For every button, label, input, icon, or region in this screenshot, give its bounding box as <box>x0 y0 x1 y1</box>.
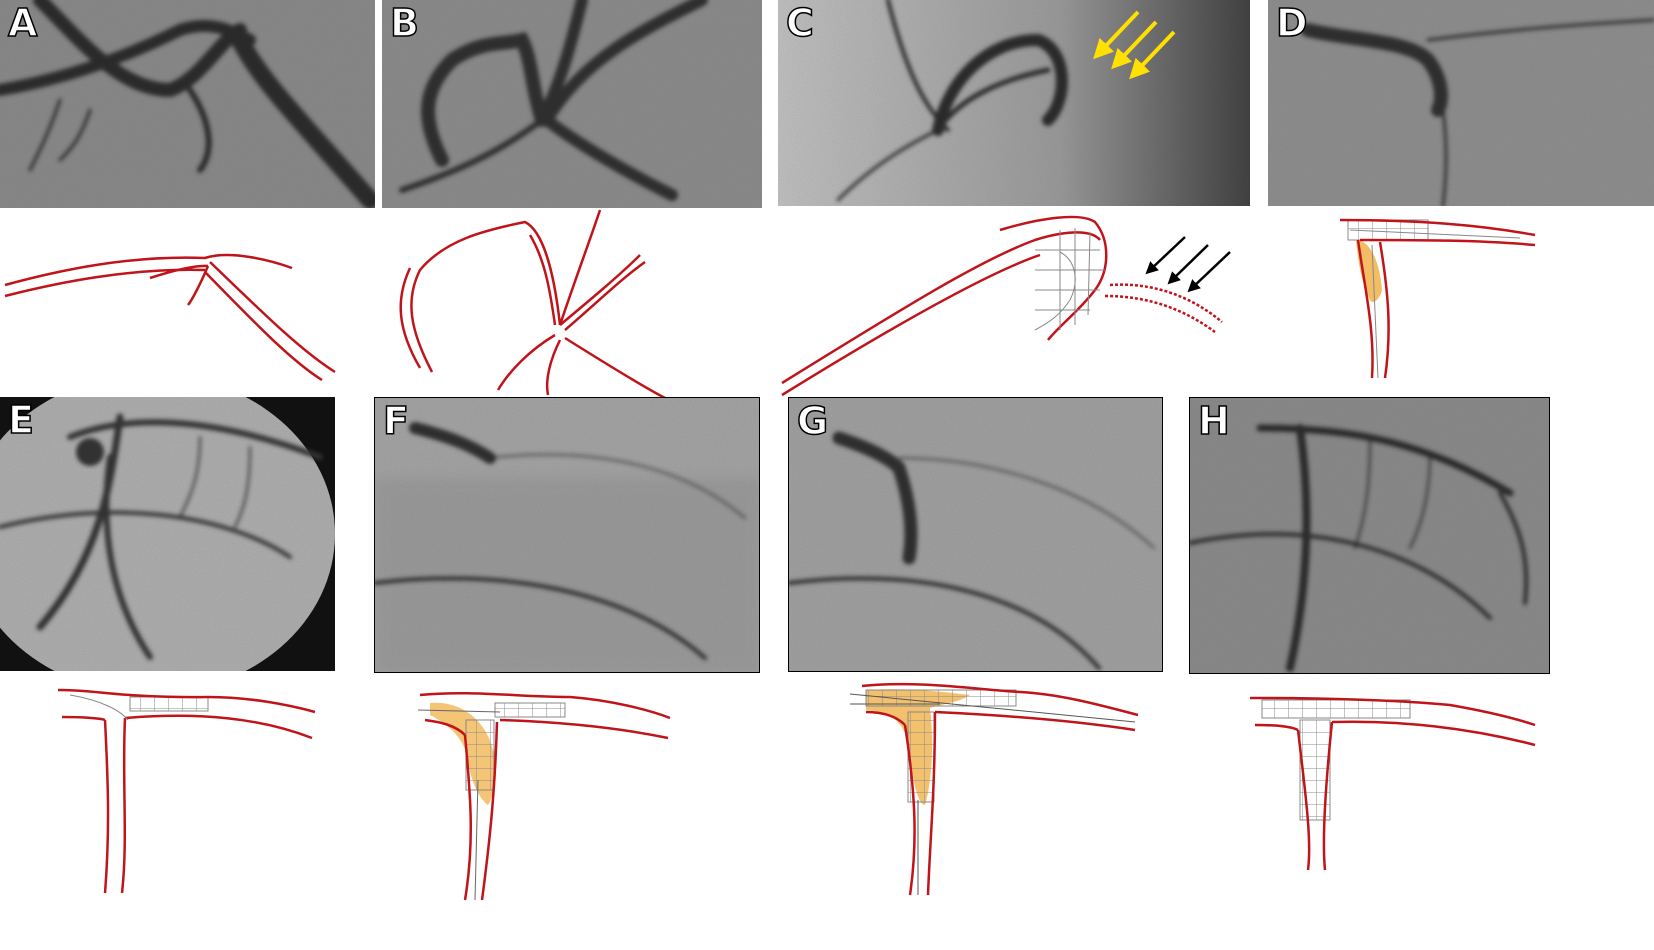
angiogram-panel-d: D <box>1268 0 1654 206</box>
schematic-row-1 <box>4 209 1536 400</box>
angiogram-panel-h: H <box>1189 397 1550 674</box>
angiogram-image-c <box>778 0 1250 206</box>
panel-label-c: C <box>785 1 814 45</box>
schematic-f <box>417 691 671 901</box>
panel-label-b: B <box>389 1 419 45</box>
yellow-arrows <box>1093 10 1176 80</box>
angiogram-image-d <box>1268 0 1654 206</box>
schematic-a <box>4 253 336 382</box>
angiogram-image-g <box>789 398 1162 671</box>
schematic-h <box>1249 696 1536 871</box>
angiogram-image-e <box>0 397 335 671</box>
panel-label-f: F <box>382 399 409 443</box>
angiogram-panel-a: A <box>0 0 375 208</box>
panel-label-a: A <box>7 1 38 45</box>
schematic-g <box>849 682 1139 896</box>
black-arrows <box>1145 236 1231 293</box>
angiogram-image-f <box>375 398 759 672</box>
angiogram-panel-e: E <box>0 397 335 671</box>
angiogram-image-b <box>382 0 762 208</box>
angiogram-image-h <box>1190 398 1549 673</box>
panel-label-e: E <box>7 398 34 442</box>
angiogram-panel-f: F <box>374 397 760 673</box>
schematic-b <box>399 209 666 400</box>
schematic-c <box>781 215 1231 397</box>
schematic-e <box>57 688 316 894</box>
schematic-d <box>1339 218 1536 379</box>
angiogram-panel-c: C <box>778 0 1250 206</box>
panel-label-h: H <box>1197 399 1230 443</box>
panel-label-d: D <box>1275 1 1308 45</box>
panel-label-g: G <box>796 399 829 443</box>
angiogram-panel-g: G <box>788 397 1163 672</box>
angiogram-image-a <box>0 0 375 208</box>
angiogram-panel-b: B <box>382 0 762 208</box>
